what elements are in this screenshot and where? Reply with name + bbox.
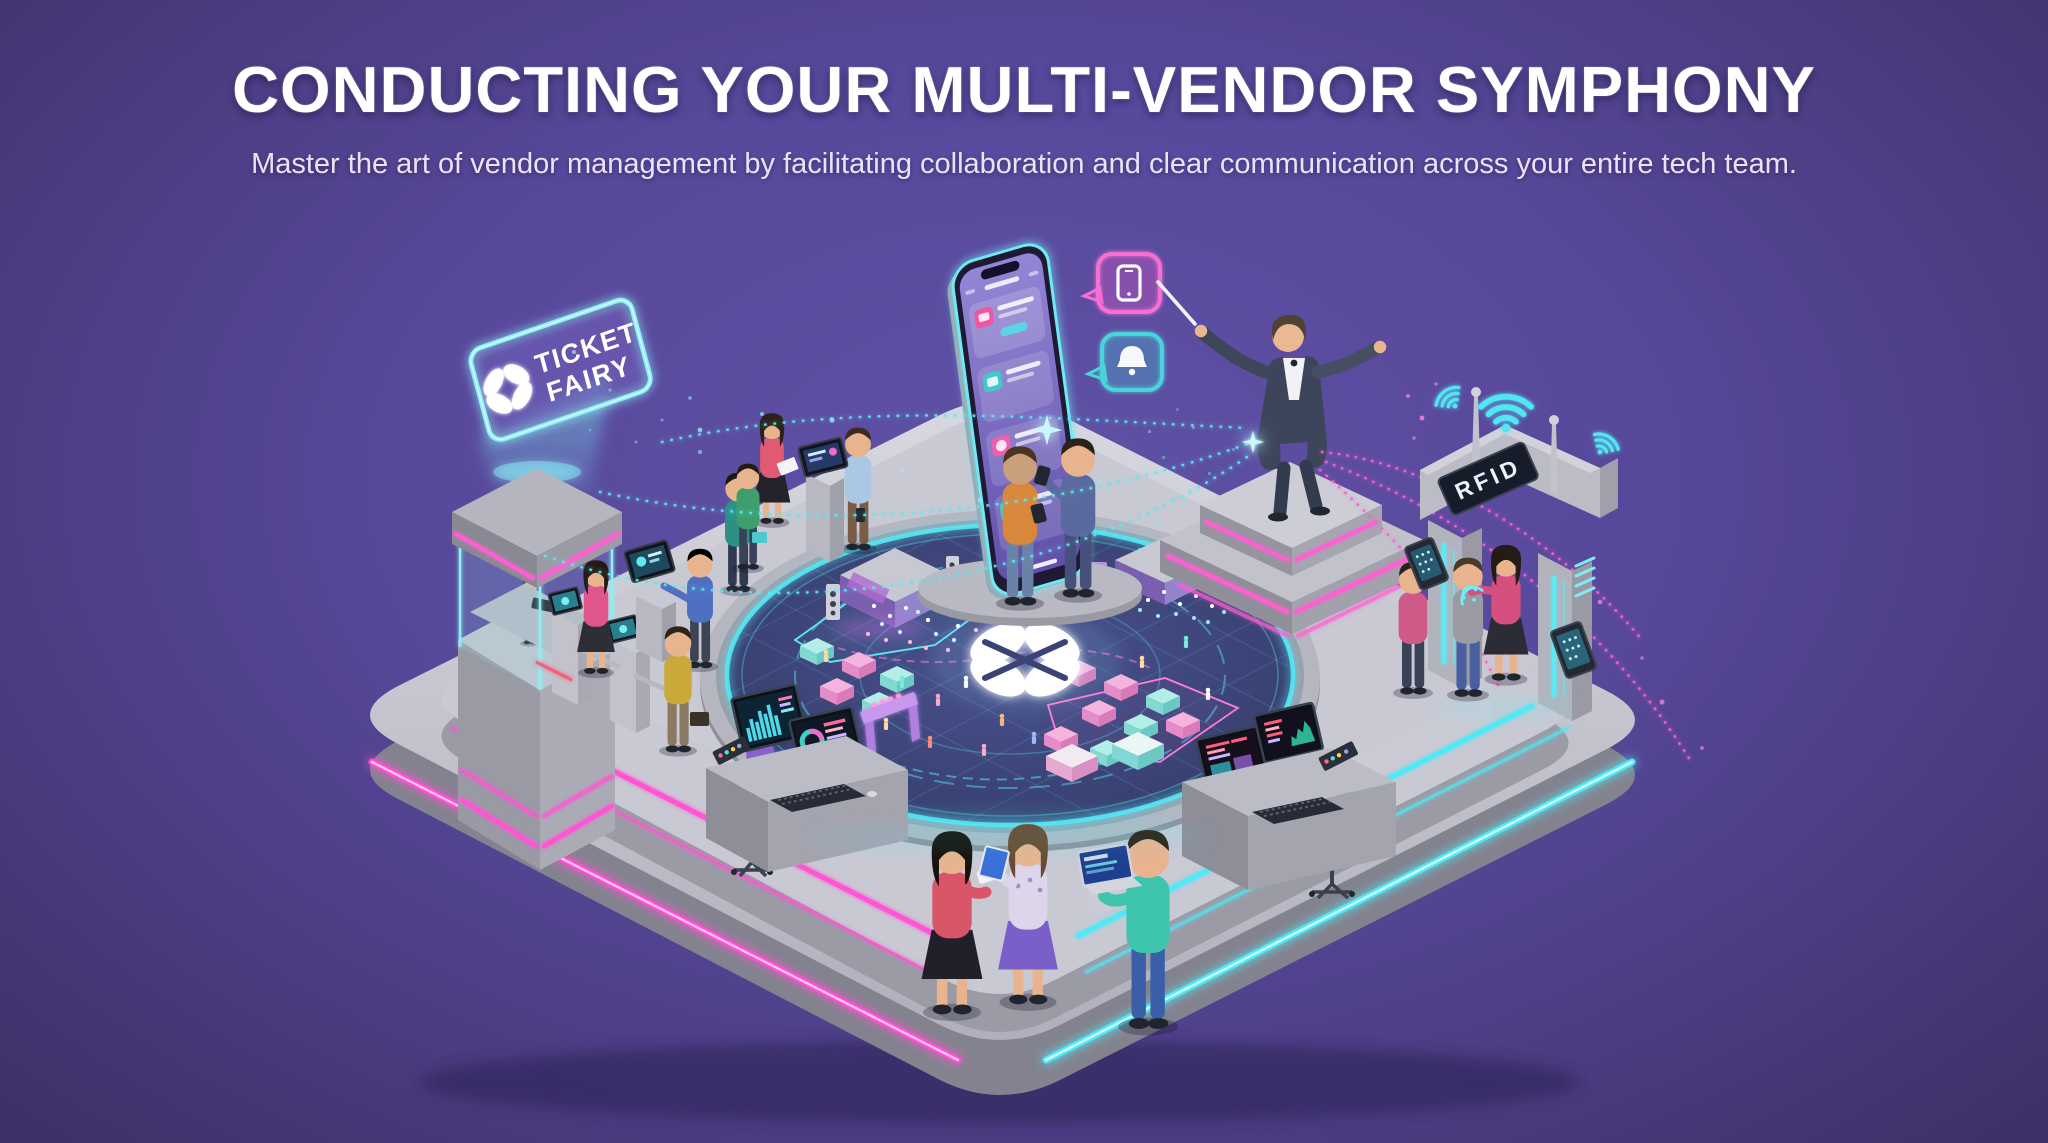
ticket-fairy-flower-icon [483,364,533,414]
page-title: CONDUCTING YOUR MULTI-VENDOR SYMPHONY [232,53,1816,126]
briefcase [690,712,709,726]
notification-bubble-bell [1084,332,1164,392]
control-desk-left [706,683,908,878]
gate-hash-marks [1574,556,1596,598]
page-subtitle: Master the art of vendor management by f… [251,148,1797,180]
phone [856,508,865,522]
tablet [752,532,767,543]
hologram-center-logo [930,608,1120,712]
smartphone-icon [1116,264,1142,302]
monitor-dashboard-bars [730,683,809,753]
left-people [577,413,877,757]
front-glow [810,822,1210,854]
notification-bubble-phone [1080,252,1162,314]
keyboard-right [1252,797,1344,824]
cyan-dots [697,412,1102,503]
keyboard [770,784,866,812]
conductor [1156,280,1387,522]
pink-dots [1406,382,1704,750]
cyan-streams [543,414,1256,595]
info-kiosk [797,436,849,562]
bell-icon [1117,346,1147,376]
phone-viewers [996,438,1102,611]
gate-people [1447,545,1529,702]
holo-entrance-arch [860,692,920,756]
conductor-podium [1160,462,1424,638]
baton [1156,280,1197,326]
ticket-fairy-sign: TICKET FAIRY [468,297,702,454]
mouse [867,791,877,797]
scanner-beam [535,660,573,682]
monitor-analytics [1253,701,1324,764]
scanner-tablet-left [1404,536,1449,591]
wrist-scan-wifi-icon [1460,585,1484,606]
paper [776,456,799,476]
scanner-tablet-right [1550,621,1598,679]
sign-sparkles [572,350,702,454]
holo-food-trucks [1046,732,1164,782]
phone-notch [980,260,1020,280]
control-desk-right [1182,701,1396,900]
phone-screen [959,253,1080,580]
control-buttons-right [1318,741,1358,771]
control-buttons [712,736,751,765]
antenna-icon [1471,387,1559,492]
foreground-people [922,824,1178,1036]
